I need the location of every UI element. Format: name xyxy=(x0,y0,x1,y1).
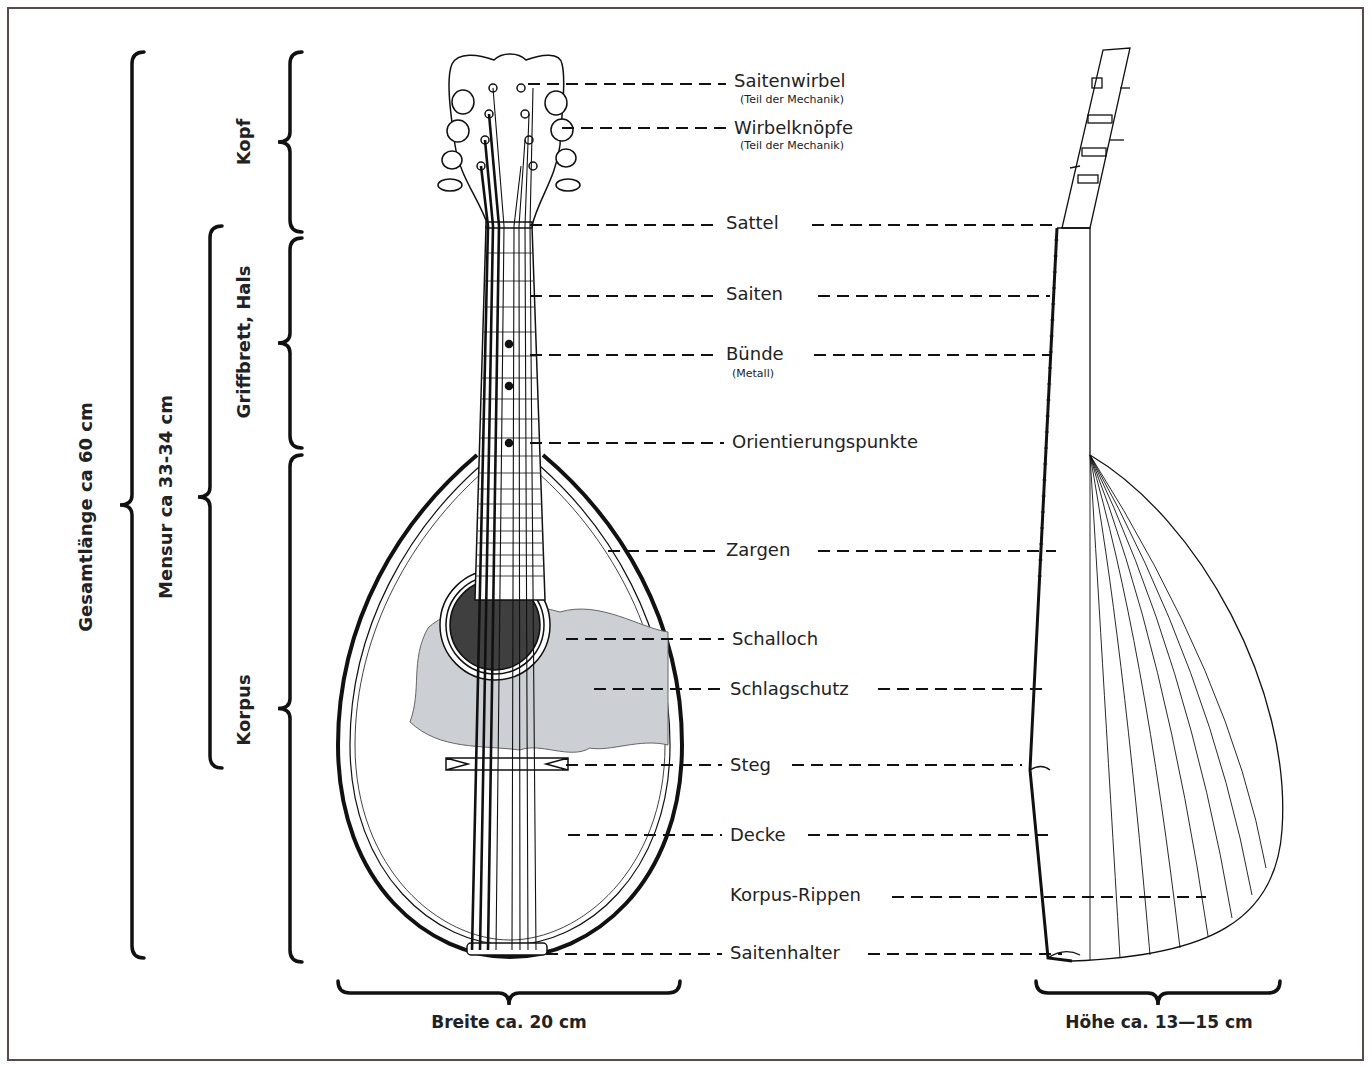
part-name: Saitenwirbel xyxy=(730,71,850,92)
mandolin-side xyxy=(1030,48,1283,961)
part-name: Saiten xyxy=(722,284,787,305)
fret-tick xyxy=(1047,384,1051,385)
rib xyxy=(1090,455,1266,868)
dimension-brackets xyxy=(120,52,1280,1005)
rib xyxy=(1090,455,1232,918)
dimension-label: Gesamtlänge ca 60 cm xyxy=(76,398,97,636)
string xyxy=(525,114,529,950)
fret-tick xyxy=(1051,304,1055,305)
fret-tick xyxy=(1043,464,1047,465)
fret-tick xyxy=(1054,240,1058,241)
string xyxy=(530,88,536,950)
fret-tick xyxy=(1046,400,1050,401)
part-name: Decke xyxy=(726,825,790,846)
string xyxy=(472,166,488,950)
fret-tick xyxy=(1049,352,1053,353)
part-note: (Teil der Mechanik) xyxy=(736,94,848,107)
fret-tick xyxy=(1050,320,1054,321)
rib xyxy=(1090,455,1180,948)
fret-tick xyxy=(1048,368,1052,369)
fret-tick xyxy=(1038,576,1042,577)
mandolin-front xyxy=(338,54,682,957)
dimension-label: Höhe ca. 13—15 cm xyxy=(1061,1013,1256,1033)
part-name: Schalloch xyxy=(728,629,822,650)
leader-lines xyxy=(528,84,1206,954)
rib xyxy=(1090,455,1208,936)
bracket xyxy=(278,455,302,962)
fret-tick xyxy=(1041,512,1045,513)
bracket xyxy=(120,52,144,958)
part-name: Schlagschutz xyxy=(726,679,853,700)
rib xyxy=(1090,455,1091,960)
fret-tick xyxy=(1053,272,1057,273)
dimension-label: Griffbrett, Hals xyxy=(234,262,255,423)
rib xyxy=(1090,455,1120,958)
part-note: (Teil der Mechanik) xyxy=(736,140,848,153)
bracket xyxy=(198,226,222,768)
bracket xyxy=(278,52,302,232)
dimension-label: Korpus xyxy=(234,670,255,749)
dimension-label: Breite ca. 20 cm xyxy=(427,1013,591,1033)
fret-tick xyxy=(1039,544,1043,545)
bracket xyxy=(278,238,302,448)
fret-tick xyxy=(1044,448,1048,449)
part-name: Bünde xyxy=(722,344,788,365)
bracket xyxy=(1036,981,1280,1005)
rib xyxy=(1090,455,1252,895)
fret-tick xyxy=(1045,432,1049,433)
part-name: Steg xyxy=(726,755,775,776)
part-note: (Metall) xyxy=(728,368,778,381)
rib xyxy=(1090,455,1150,955)
bracket xyxy=(338,981,680,1005)
fret-tick xyxy=(1038,560,1042,561)
fret-tick xyxy=(1046,416,1050,417)
frame xyxy=(8,8,1363,1060)
dimension-label: Kopf xyxy=(234,115,255,170)
part-name: Korpus-Rippen xyxy=(726,885,865,906)
string xyxy=(519,140,525,950)
part-name: Saitenhalter xyxy=(726,943,844,964)
fret-tick xyxy=(1042,480,1046,481)
part-name: Orientierungspunkte xyxy=(728,432,922,453)
part-name: Sattel xyxy=(722,213,783,234)
fret-tick xyxy=(1054,256,1058,257)
fret-tick xyxy=(1042,496,1046,497)
fret-tick xyxy=(1050,336,1054,337)
string xyxy=(493,88,504,950)
fret-tick xyxy=(1040,528,1044,529)
dimension-label: Mensur ca 33-34 cm xyxy=(156,391,177,603)
part-name: Zargen xyxy=(722,540,794,561)
part-name: Wirbelknöpfe xyxy=(730,118,857,139)
fret-tick xyxy=(1052,288,1056,289)
